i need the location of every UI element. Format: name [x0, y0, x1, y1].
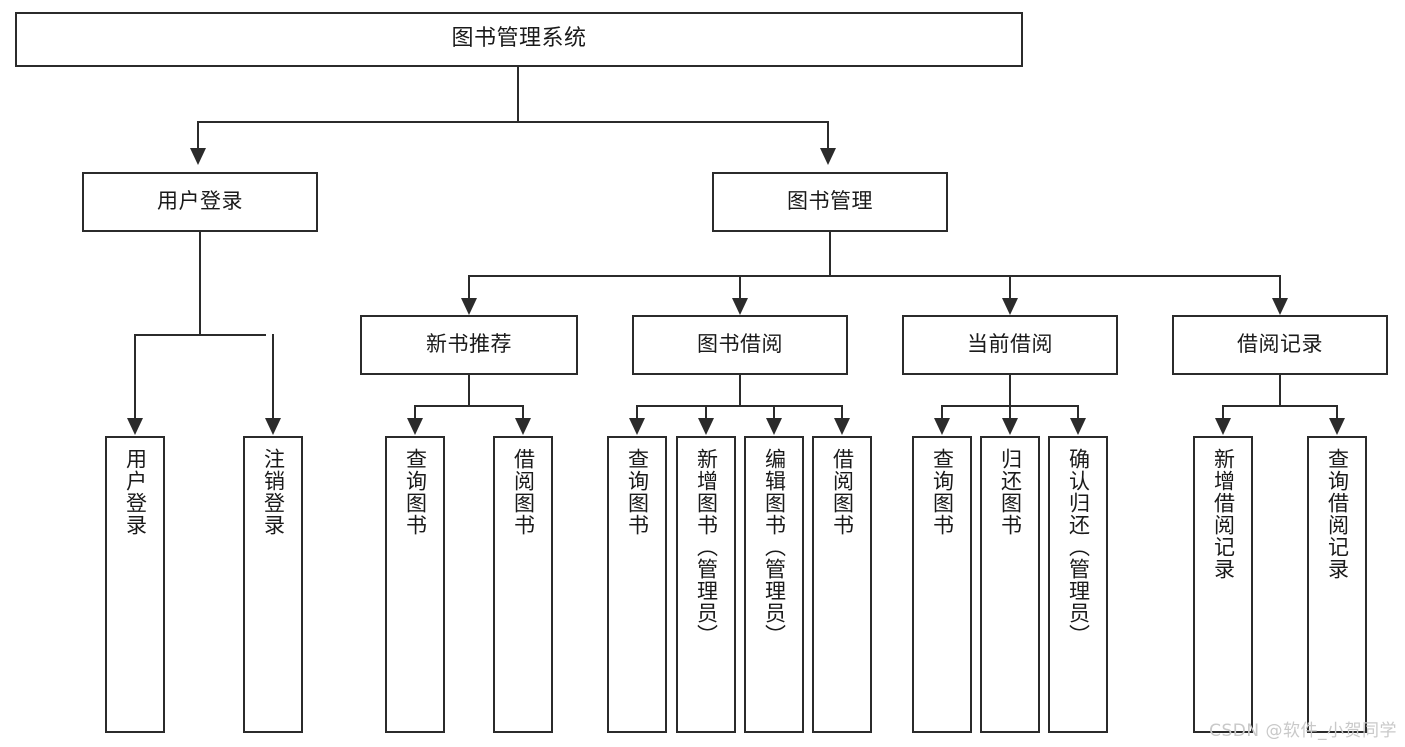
- node-label: 新增借阅记录: [1211, 448, 1236, 580]
- arrow-root-to-user-login: [190, 148, 206, 165]
- arrow-book-borrow-child-3: [766, 418, 782, 435]
- node-label: 新增图书（管理员）: [694, 448, 719, 646]
- connector-root-to-book-mgmt: [827, 121, 829, 149]
- arrow-new-book-child-2: [515, 418, 531, 435]
- node-book-management[interactable]: 图书管理: [712, 172, 948, 232]
- node-new-book-recommend[interactable]: 新书推荐: [360, 315, 578, 375]
- connector-root-trunk: [517, 67, 519, 122]
- connector-root-to-user-login: [197, 121, 199, 149]
- connector-book-mgmt-bar: [468, 275, 1280, 277]
- leaf-record-add-record[interactable]: 新增借阅记录: [1193, 436, 1253, 733]
- connector-user-login-bar: [134, 334, 266, 336]
- node-root-system[interactable]: 图书管理系统: [15, 12, 1023, 67]
- node-label: 确认归还（管理员）: [1066, 448, 1091, 646]
- connector-current-borrow-trunk: [1009, 375, 1011, 406]
- arrow-current-borrow-child-2: [1002, 418, 1018, 435]
- connector-current-borrow-drop-3: [1077, 405, 1079, 419]
- node-label: 借阅图书: [830, 448, 855, 536]
- leaf-user-login-signout[interactable]: 注销登录: [243, 436, 303, 733]
- node-label: 图书管理: [787, 189, 873, 214]
- leaf-current-return-book[interactable]: 归还图书: [980, 436, 1040, 733]
- connector-book-borrow-drop-1: [636, 405, 638, 419]
- node-label: 借阅图书: [511, 448, 536, 536]
- arrow-book-mgmt-child-4: [1272, 298, 1288, 315]
- connector-book-borrow-drop-3: [773, 405, 775, 419]
- leaf-new-book-borrow[interactable]: 借阅图书: [493, 436, 553, 733]
- connector-new-book-drop-1: [414, 405, 416, 419]
- arrow-root-to-book-mgmt: [820, 148, 836, 165]
- leaf-borrow-edit-book-admin[interactable]: 编辑图书（管理员）: [744, 436, 804, 733]
- arrow-current-borrow-child-1: [934, 418, 950, 435]
- node-label: 新书推荐: [426, 332, 512, 357]
- leaf-current-query-book[interactable]: 查询图书: [912, 436, 972, 733]
- node-label: 借阅记录: [1237, 332, 1323, 357]
- arrow-current-borrow-child-3: [1070, 418, 1086, 435]
- connector-root-bar: [197, 121, 829, 123]
- node-label: 注销登录: [261, 448, 286, 536]
- connector-new-book-bar: [414, 405, 524, 407]
- node-label: 编辑图书（管理员）: [762, 448, 787, 646]
- connector-book-mgmt-drop-4: [1279, 275, 1281, 299]
- node-label: 查询借阅记录: [1325, 448, 1350, 580]
- connector-borrow-record-drop-1: [1222, 405, 1224, 419]
- leaf-user-login-signin[interactable]: 用户登录: [105, 436, 165, 733]
- connector-borrow-record-bar: [1222, 405, 1338, 407]
- arrow-borrow-record-child-2: [1329, 418, 1345, 435]
- node-label: 用户登录: [123, 448, 148, 536]
- connector-book-borrow-bar: [636, 405, 842, 407]
- arrow-book-borrow-child-1: [629, 418, 645, 435]
- leaf-borrow-add-book-admin[interactable]: 新增图书（管理员）: [676, 436, 736, 733]
- csdn-watermark: CSDN @软件_小贺同学: [1209, 721, 1397, 741]
- connector-book-mgmt-drop-2: [739, 275, 741, 299]
- connector-book-borrow-drop-4: [841, 405, 843, 419]
- node-label: 图书借阅: [697, 332, 783, 357]
- arrow-user-login-child-1: [127, 418, 143, 435]
- connector-book-mgmt-drop-3: [1009, 275, 1011, 299]
- node-label: 当前借阅: [967, 332, 1053, 357]
- arrow-book-mgmt-child-1: [461, 298, 477, 315]
- arrow-book-mgmt-child-2: [732, 298, 748, 315]
- connector-user-login-drop-2: [272, 334, 274, 419]
- node-label: 查询图书: [625, 448, 650, 536]
- connector-new-book-drop-2: [522, 405, 524, 419]
- arrow-book-borrow-child-4: [834, 418, 850, 435]
- node-book-borrow[interactable]: 图书借阅: [632, 315, 848, 375]
- node-label: 查询图书: [930, 448, 955, 536]
- node-user-login[interactable]: 用户登录: [82, 172, 318, 232]
- connector-current-borrow-drop-1: [941, 405, 943, 419]
- connector-book-mgmt-trunk: [829, 232, 831, 276]
- connector-borrow-record-trunk: [1279, 375, 1281, 406]
- connector-book-mgmt-drop-1: [468, 275, 470, 299]
- arrow-book-mgmt-child-3: [1002, 298, 1018, 315]
- connector-borrow-record-drop-2: [1336, 405, 1338, 419]
- node-borrow-record[interactable]: 借阅记录: [1172, 315, 1388, 375]
- connector-user-login-trunk: [199, 232, 201, 335]
- arrow-borrow-record-child-1: [1215, 418, 1231, 435]
- node-current-borrow[interactable]: 当前借阅: [902, 315, 1118, 375]
- leaf-borrow-borrow-book[interactable]: 借阅图书: [812, 436, 872, 733]
- leaf-record-query-record[interactable]: 查询借阅记录: [1307, 436, 1367, 733]
- node-label: 归还图书: [998, 448, 1023, 536]
- connector-book-borrow-trunk: [739, 375, 741, 406]
- arrow-book-borrow-child-2: [698, 418, 714, 435]
- node-label: 查询图书: [403, 448, 428, 536]
- leaf-borrow-query-book[interactable]: 查询图书: [607, 436, 667, 733]
- node-label: 用户登录: [157, 189, 243, 214]
- connector-user-login-drop-1: [134, 334, 136, 419]
- arrow-user-login-child-2: [265, 418, 281, 435]
- leaf-new-book-query[interactable]: 查询图书: [385, 436, 445, 733]
- arrow-new-book-child-1: [407, 418, 423, 435]
- node-label: 图书管理系统: [451, 26, 587, 52]
- connector-new-book-trunk: [468, 375, 470, 406]
- connector-current-borrow-drop-2: [1009, 405, 1011, 419]
- connector-book-borrow-drop-2: [705, 405, 707, 419]
- leaf-current-confirm-return-admin[interactable]: 确认归还（管理员）: [1048, 436, 1108, 733]
